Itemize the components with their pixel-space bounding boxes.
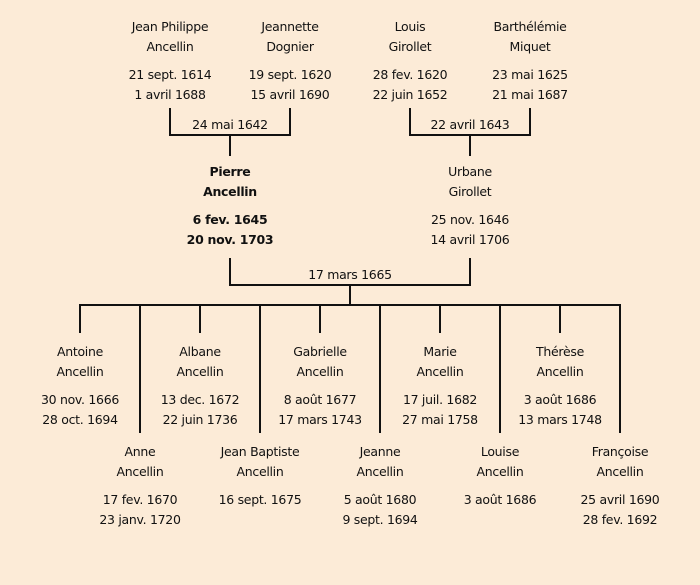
person-death-date	[430, 510, 570, 530]
connector-line	[469, 134, 471, 156]
person-death-date: 22 juin 1736	[162, 412, 238, 427]
person-last-name: Ancellin	[596, 464, 644, 479]
connector-line	[199, 304, 201, 333]
children-line	[79, 304, 621, 306]
person-birth-date: 25 avril 1690	[580, 492, 660, 507]
connector-line	[559, 304, 561, 333]
person-birth-date: 23 mai 1625	[492, 67, 568, 82]
person-last-name: Ancellin	[236, 464, 284, 479]
connector-line	[229, 134, 231, 156]
person-death-date: 28 oct. 1694	[42, 412, 118, 427]
person-last-name: Ancellin	[56, 364, 104, 379]
connector-line	[499, 304, 501, 433]
person-first-name: Barthélémie	[493, 19, 567, 34]
person-last-name: Ancellin	[476, 464, 524, 479]
connector-line	[409, 108, 411, 136]
person-last-name: Ancellin	[536, 364, 584, 379]
connector-line	[469, 258, 471, 286]
person-first-name: Louise	[480, 444, 520, 459]
person-first-name: Albane	[179, 344, 221, 359]
person-first-name: Jeannette	[261, 19, 319, 34]
person-first-name: Louis	[394, 19, 426, 34]
person-death-date: 21 mai 1687	[492, 87, 568, 102]
person-last-name: Girollet	[448, 184, 492, 199]
person-first-name: Jean Philippe	[131, 19, 209, 34]
person-birth-date: 30 nov. 1666	[40, 392, 120, 407]
person-birth-date: 28 fev. 1620	[372, 67, 448, 82]
marriage-date: 24 mai 1642	[192, 117, 268, 132]
person-death-date	[190, 510, 330, 530]
connector-line	[319, 304, 321, 333]
person-first-name: Antoine	[56, 344, 103, 359]
person-first-name: Jeanne	[359, 444, 401, 459]
person-birth-date: 16 sept. 1675	[218, 492, 302, 507]
person-last-name: Ancellin	[116, 464, 164, 479]
person-birth-date: 19 sept. 1620	[248, 67, 332, 82]
person-first-name: Thérèse	[536, 344, 584, 359]
person-death-date: 27 mai 1758	[402, 412, 478, 427]
connector-line	[349, 284, 351, 306]
connector-line	[229, 258, 231, 286]
person-last-name: Ancellin	[296, 364, 344, 379]
person-death-date: 13 mars 1748	[518, 412, 602, 427]
person-last-name: Ancellin	[176, 364, 224, 379]
person-first-name: Urbane	[448, 164, 492, 179]
person-first-name: Jean Baptiste	[220, 444, 300, 459]
person-last-name: Girollet	[388, 39, 432, 54]
connector-line	[619, 304, 621, 433]
person-death-date: 9 sept. 1694	[342, 512, 418, 527]
person-first-name: Marie	[423, 344, 457, 359]
person-death-date: 20 nov. 1703	[186, 232, 274, 247]
connector-line	[379, 304, 381, 433]
marriage-date: 17 mars 1665	[308, 267, 392, 282]
person-last-name: Ancellin	[416, 364, 464, 379]
person-first-name: Françoise	[591, 444, 649, 459]
person-birth-date: 21 sept. 1614	[128, 67, 212, 82]
connector-line	[439, 304, 441, 333]
person-birth-date: 17 fev. 1670	[102, 492, 178, 507]
person-death-date: 23 janv. 1720	[99, 512, 181, 527]
person-birth-date: 17 juil. 1682	[402, 392, 478, 407]
person-birth-date: 3 août 1686	[523, 392, 597, 407]
marriage-date: 22 avril 1643	[430, 117, 510, 132]
person-last-name: Ancellin	[146, 39, 194, 54]
person-last-name: Miquet	[509, 39, 551, 54]
person-birth-date: 25 nov. 1646	[430, 212, 510, 227]
person-death-date: 1 avril 1688	[134, 87, 206, 102]
person-first-name: Anne	[124, 444, 156, 459]
person-last-name: Ancellin	[203, 184, 257, 199]
person-first-name: Gabrielle	[293, 344, 347, 359]
person-death-date: 17 mars 1743	[278, 412, 362, 427]
person-death-date: 14 avril 1706	[430, 232, 510, 247]
person-birth-date: 8 août 1677	[283, 392, 357, 407]
person-birth-date: 3 août 1686	[463, 492, 537, 507]
person-death-date: 15 avril 1690	[250, 87, 330, 102]
person-birth-date: 5 août 1680	[343, 492, 417, 507]
person-death-date: 22 juin 1652	[372, 87, 448, 102]
person-last-name: Dognier	[266, 39, 314, 54]
person-first-name: Pierre	[209, 164, 251, 179]
person-birth-date: 6 fev. 1645	[192, 212, 268, 227]
connector-line	[529, 108, 531, 136]
connector-line	[259, 304, 261, 433]
connector-line	[289, 108, 291, 136]
person-last-name: Ancellin	[356, 464, 404, 479]
connector-line	[169, 108, 171, 136]
person-birth-date: 13 dec. 1672	[160, 392, 240, 407]
connector-line	[139, 304, 141, 433]
connector-line	[79, 304, 81, 333]
person-death-date: 28 fev. 1692	[582, 512, 658, 527]
